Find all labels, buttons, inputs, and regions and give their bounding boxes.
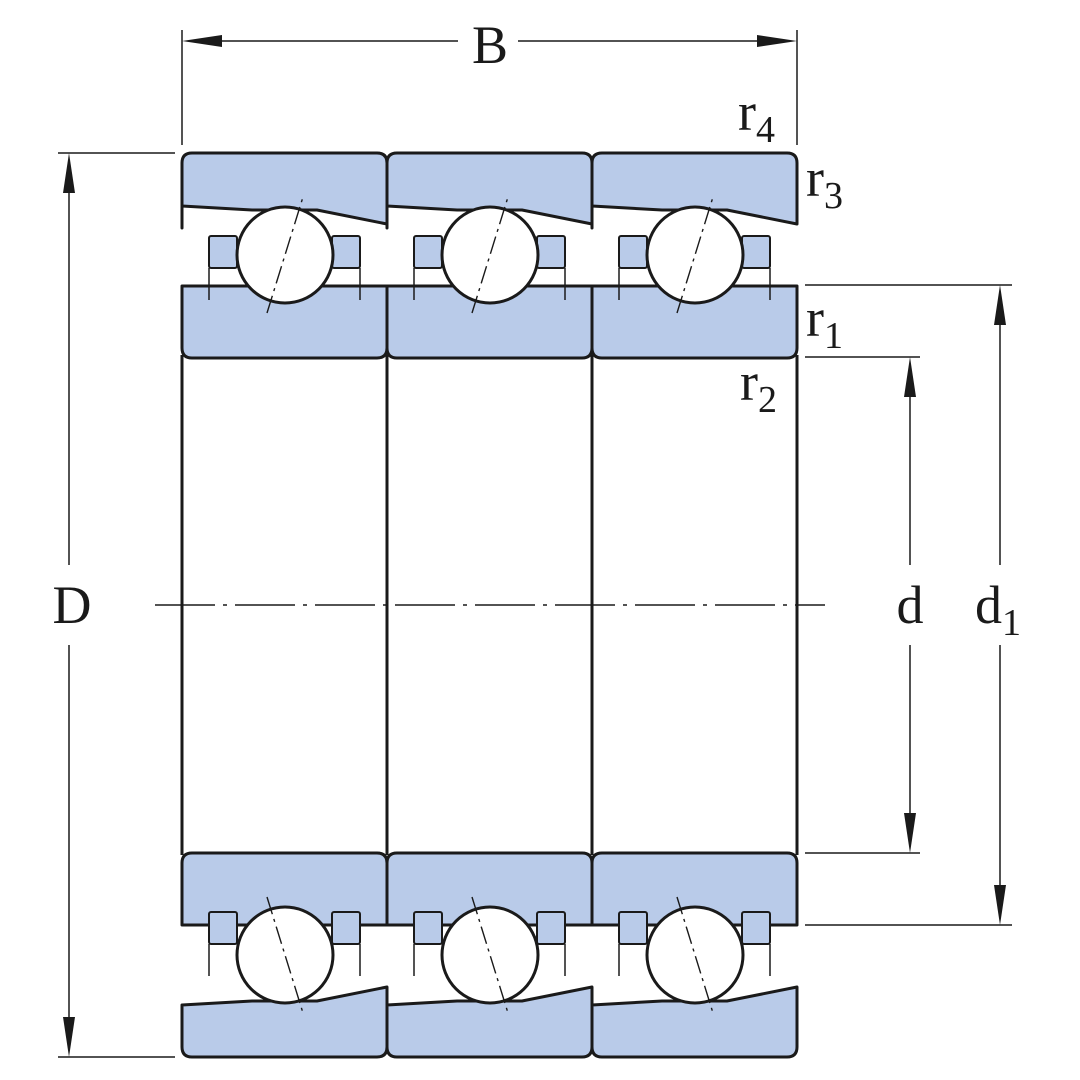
ball-top-1 — [235, 205, 335, 305]
ball-bottom-3 — [645, 905, 745, 1005]
cage-right-bottom-3 — [741, 911, 771, 945]
bore-arrowhead-top — [904, 357, 916, 397]
cage-right-bottom-1 — [331, 911, 361, 945]
outside-diameter-label: D — [53, 575, 92, 635]
cage-right-top-2 — [536, 235, 566, 269]
chamfer-label-r2: r2 — [740, 352, 777, 421]
cage-right-bottom-2 — [536, 911, 566, 945]
shoulder-diameter-dimension: d1 — [805, 284, 1021, 926]
shoulder-diameter-label: d1 — [975, 575, 1021, 644]
ball-bottom-1 — [235, 905, 335, 1005]
cage-left-bottom-1 — [208, 911, 238, 945]
ball-top-2 — [440, 205, 540, 305]
bore-arrowhead-bottom — [904, 813, 916, 853]
cage-right-top-1 — [331, 235, 361, 269]
contact-line-bottom-1 — [266, 896, 304, 1014]
contact-line-bottom-2 — [471, 896, 509, 1014]
ball-top-3 — [645, 205, 745, 305]
outer-ring-section-bottom-3 — [590, 851, 799, 927]
outside-diameter-arrowhead-top — [63, 153, 75, 193]
inner-ring-section-bottom-3 — [590, 985, 799, 1059]
cage-left-bottom-3 — [618, 911, 648, 945]
cage-left-top-3 — [618, 235, 648, 269]
contact-line-top-1 — [266, 196, 304, 314]
outside-diameter-arrowhead-bottom — [63, 1017, 75, 1057]
contact-line-top-3 — [676, 196, 714, 314]
bore-diameter-label: d — [897, 575, 924, 635]
contact-line-bottom-3 — [676, 896, 714, 1014]
cage-right-top-3 — [741, 235, 771, 269]
width-label: B — [472, 15, 508, 75]
width-arrowhead-left — [182, 35, 222, 47]
width-dimension: B — [181, 15, 798, 145]
outer-ring-section-top-3 — [590, 151, 799, 230]
inner-ring-section-top-3 — [590, 284, 799, 360]
cage-left-top-1 — [208, 235, 238, 269]
shoulder-arrowhead-bottom — [994, 885, 1006, 925]
ball-bottom-2 — [440, 905, 540, 1005]
contact-line-top-2 — [471, 196, 509, 314]
bearing-sections — [180, 151, 799, 1059]
width-arrowhead-right — [757, 35, 797, 47]
chamfer-label-r1: r1 — [806, 288, 843, 357]
bore-diameter-dimension: d — [805, 356, 924, 854]
chamfer-label-r3: r3 — [806, 148, 843, 217]
cage-left-top-2 — [413, 235, 443, 269]
outside-diameter-dimension: D — [53, 152, 175, 1058]
chamfer-label-r4: r4 — [738, 82, 775, 151]
cage-left-bottom-2 — [413, 911, 443, 945]
shoulder-arrowhead-top — [994, 285, 1006, 325]
